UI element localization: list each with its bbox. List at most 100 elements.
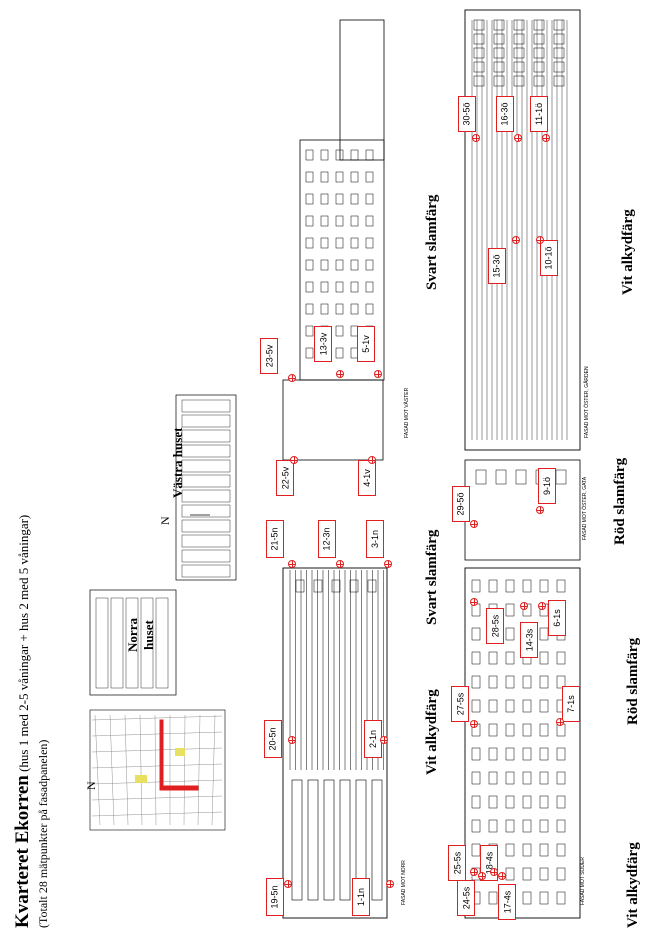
window (475, 469, 487, 485)
window (365, 193, 374, 205)
plan-room (95, 597, 109, 689)
window (305, 149, 314, 161)
window (493, 61, 505, 73)
window (320, 303, 329, 315)
measure-point-marker (336, 370, 344, 378)
window (539, 675, 549, 689)
measure-point-marker (368, 456, 376, 464)
plan-room (110, 597, 124, 689)
window (522, 579, 532, 593)
paint-label-black-west: Svart slamfärg (424, 194, 440, 290)
plan-room (181, 489, 231, 503)
window (513, 47, 525, 59)
window (305, 193, 314, 205)
measure-point-marker (380, 736, 388, 744)
window (365, 215, 374, 227)
window (539, 627, 549, 641)
window (505, 867, 515, 881)
measure-point-marker (290, 456, 298, 464)
window (473, 19, 485, 31)
measure-point-marker (470, 868, 478, 876)
paint-label-white-south: Vit alkydfärg (625, 842, 641, 928)
point-label: 23-5v (260, 338, 278, 374)
point-label: 5-1v (357, 326, 375, 362)
map-street (91, 779, 223, 785)
map-street (91, 811, 223, 817)
window (350, 215, 359, 227)
window (556, 579, 566, 593)
measure-point-marker (520, 602, 528, 610)
window (350, 303, 359, 315)
measure-point-marker (470, 520, 478, 528)
point-label: 9-1ö (538, 468, 556, 504)
window (488, 747, 498, 761)
window (515, 469, 527, 485)
map-north-label: N (84, 781, 98, 790)
window (539, 843, 549, 857)
measure-point-marker (288, 736, 296, 744)
window (522, 891, 532, 905)
caption-south: FASAD MOT SÖDER (580, 857, 586, 905)
window (505, 627, 515, 641)
window (513, 61, 525, 73)
window (505, 723, 515, 737)
measure-point-marker (542, 134, 550, 142)
point-label: 7-1s (562, 686, 580, 722)
window (505, 675, 515, 689)
point-label: 11-1ö (530, 96, 548, 132)
window (488, 819, 498, 833)
measure-point-marker (470, 598, 478, 606)
point-label: 19-5n (266, 878, 284, 916)
page-subtitle: (Totalt 28 mätpunkter på fasadpanelen) (36, 739, 50, 928)
window (513, 19, 525, 31)
window (555, 469, 567, 485)
window (522, 747, 532, 761)
window (513, 33, 525, 45)
window (533, 61, 545, 73)
window (349, 579, 359, 593)
paint-label-white-north: Vit alkydfärg (424, 689, 440, 775)
window (365, 303, 374, 315)
window (305, 259, 314, 271)
facade-east-outline (464, 459, 581, 561)
measure-point-marker (288, 560, 296, 568)
caption-west: FASAD MOT VÄSTER (404, 387, 410, 438)
measure-point-marker (336, 560, 344, 568)
measure-point-marker (384, 560, 392, 568)
facade-west-outline (299, 139, 385, 381)
plan-room (181, 459, 231, 473)
plan-room (181, 429, 231, 443)
window (488, 795, 498, 809)
window (488, 699, 498, 713)
map-street (124, 714, 129, 826)
window (335, 193, 344, 205)
measure-point-marker (538, 602, 546, 610)
plan-room (181, 564, 231, 578)
window (350, 237, 359, 249)
measure-point-marker (288, 374, 296, 382)
window (473, 75, 485, 87)
map-marker (135, 775, 147, 783)
window (533, 19, 545, 31)
window (493, 19, 505, 31)
caption-east: FASAD MOT ÖSTER, GATA (582, 476, 588, 540)
measure-point-marker (386, 880, 394, 888)
plan-room (125, 597, 139, 689)
window (305, 281, 314, 293)
paint-label-black-north: Svart slamfärg (424, 529, 440, 625)
window (365, 259, 374, 271)
point-label: 6-1s (548, 600, 566, 636)
window (505, 699, 515, 713)
window (488, 675, 498, 689)
window (371, 779, 383, 901)
paint-label-red-south: Röd slamfärg (625, 637, 641, 725)
map-street (91, 795, 223, 801)
window (505, 843, 515, 857)
map-street (139, 714, 143, 826)
window (320, 193, 329, 205)
window (335, 281, 344, 293)
map-street (109, 714, 115, 826)
measure-point-marker (556, 718, 564, 726)
measure-point-marker (478, 872, 486, 880)
